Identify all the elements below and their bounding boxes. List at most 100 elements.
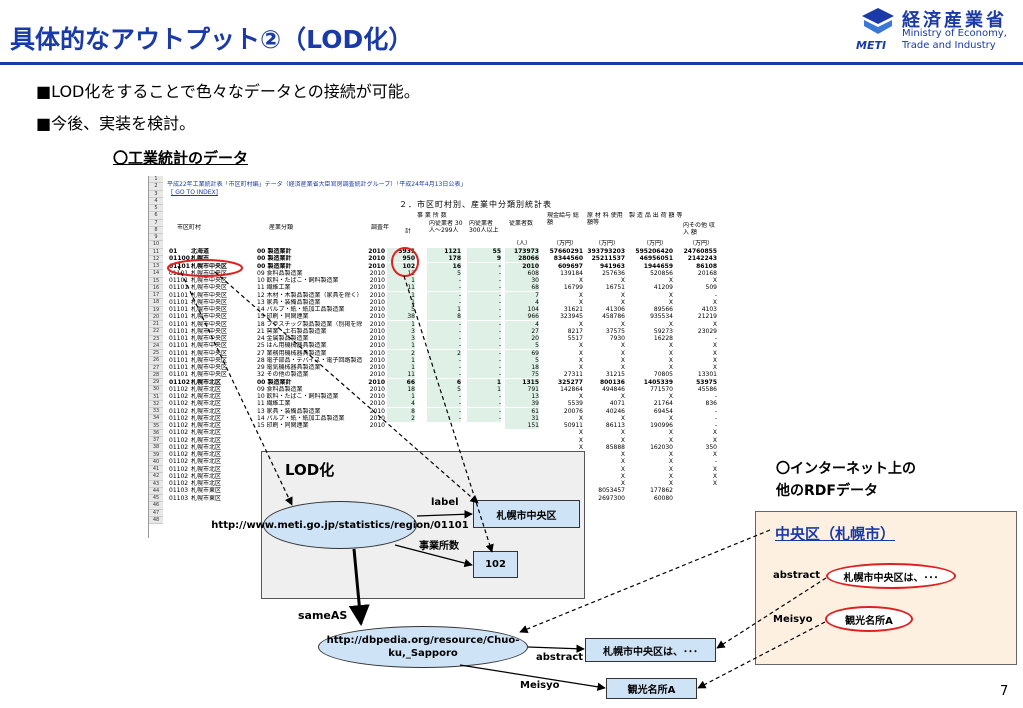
sheet-cell: X <box>620 364 625 371</box>
sheet-cell: 2010 <box>369 277 385 284</box>
sheet-cell: X <box>578 291 583 299</box>
sheet-cell: 791 <box>505 385 539 393</box>
sheet-cell: - <box>427 371 461 379</box>
sheet-cell: 24760855 <box>683 248 717 255</box>
row-number: 16 <box>149 284 163 292</box>
row-number: 39 <box>149 451 163 459</box>
page-number: 7 <box>1000 684 1009 699</box>
sheet-cell: 53975 <box>696 378 717 386</box>
row-number: 46 <box>149 502 163 510</box>
sheet-cell: 13 家具・装備品製造業 <box>257 407 321 415</box>
industrial-stats-heading: 〇工業統計のデータ <box>113 149 249 167</box>
row-number: 15 <box>149 277 163 285</box>
sheet-cell: 257636 <box>602 269 625 277</box>
sheet-cell: 70805 <box>653 371 673 379</box>
sheet-cell: 142864 <box>560 385 583 393</box>
row-number: 44 <box>149 487 163 495</box>
sheet-cell: X <box>712 320 717 328</box>
sheet-cell: - <box>427 356 461 364</box>
sheet-cell: - <box>714 422 717 429</box>
sheet-cell: 1 <box>387 277 415 284</box>
logo-abbr: METI <box>856 39 887 52</box>
sheet-cell: 2 <box>387 349 415 357</box>
sheet-cell: 11 <box>387 371 415 379</box>
sheet-cell: 札幌市北区 <box>191 429 222 437</box>
sheet-cell: 27 <box>505 327 539 335</box>
sheet-cell: 札幌市 <box>191 255 210 263</box>
sheet-cell: 15 印刷・同関連業 <box>257 313 309 321</box>
sheet-cell: - <box>467 414 501 422</box>
meisyo-value-node: 観光名所A <box>606 678 697 699</box>
sheet-cell: X <box>578 277 583 284</box>
sheet-cell: 札幌市北区 <box>191 480 222 487</box>
sheet-cell: 札幌市北区 <box>191 414 222 422</box>
sheet-cell: 札幌市北区 <box>191 422 222 429</box>
sheet-cell: - <box>467 284 501 292</box>
sheet-cell: X <box>620 480 625 487</box>
title-divider <box>0 62 1023 65</box>
row-number: 13 <box>149 263 163 271</box>
sheet-cell: 29 電気機械器具製造業 <box>257 364 321 371</box>
sheet-cell: 609697 <box>557 262 583 270</box>
sheet-cell: - <box>467 393 501 400</box>
row-number: 20 <box>149 313 163 321</box>
sheet-cell: 2010 <box>369 371 385 379</box>
sheet-cell: 23029 <box>697 327 717 335</box>
sheet-cell: 9 <box>467 255 501 263</box>
sheet-cell: 札幌市中央区 <box>191 313 228 321</box>
sheet-cell: 21219 <box>697 313 717 321</box>
row-number: 47 <box>149 509 163 517</box>
sheet-cell: - <box>467 291 501 299</box>
sheet-cell: 41209 <box>653 284 673 292</box>
sheet-cell: X <box>668 342 673 350</box>
meti-emblem-icon <box>862 8 894 34</box>
sheet-cell: - <box>427 298 461 306</box>
sheet-cell: - <box>467 400 501 408</box>
sheet-cell: X <box>620 298 625 306</box>
bullet-future-implementation: ■今後、実装を検討。 <box>36 114 196 133</box>
sheet-cell: 11 <box>387 284 415 292</box>
row-number: 14 <box>149 270 163 278</box>
row-number: 3 <box>149 190 163 198</box>
sheet-cell: 1315 <box>505 378 539 386</box>
sheet-cell: 01 <box>169 248 178 255</box>
sheet-cell: 7930 <box>609 335 625 342</box>
sheet-cell: 2010 <box>505 262 539 270</box>
sheet-cell: X <box>620 320 625 328</box>
sheet-cell: X <box>620 356 625 364</box>
arrow-dbpedia-abstract <box>527 644 585 653</box>
lod-panel-label: LOD化 <box>285 461 335 479</box>
label-value-node: 札幌市中央区 <box>473 500 580 528</box>
header-employees: 従業者数 <box>509 220 534 227</box>
sheet-cell: X <box>668 472 673 480</box>
sheet-cell: - <box>714 291 717 299</box>
header-establishments: 事 業 所 数 <box>417 212 447 219</box>
sheet-cell: 13301 <box>697 371 717 379</box>
sheet-cell: - <box>427 342 461 350</box>
sheet-cell: X <box>668 349 673 357</box>
row-number: 26 <box>149 357 163 365</box>
rdf-abstract-label: abstract <box>773 570 821 581</box>
sheet-cell: 00 製造業計 <box>257 378 292 386</box>
sheet-cell: 14 パルプ・紙・紙加工品製造業 <box>257 414 345 422</box>
sheet-cell: - <box>467 335 501 342</box>
sheet-cell: 09 食料品製造業 <box>257 269 303 277</box>
sheet-cell: 28066 <box>505 255 539 263</box>
sheet-cell: - <box>714 393 717 400</box>
sheet-cell: 札幌市中央区 <box>191 371 228 379</box>
sheet-cell: X <box>712 342 717 350</box>
sheet-cell: 12 木材・木製品製造業（家具を除く） <box>257 291 362 299</box>
header-emp-300: 内従業者 300人以上 <box>469 220 499 234</box>
sheet-cell: X <box>578 298 583 306</box>
sheet-cell: 86113 <box>605 422 625 429</box>
sheet-cell: 札幌市中央区 <box>191 269 228 277</box>
sheet-cell: 09 食料品製造業 <box>257 385 303 393</box>
sheet-cell: 札幌市北区 <box>191 400 222 408</box>
sheet-cell: 札幌市中央区 <box>191 284 228 292</box>
sheet-source-note: 平成22年工業統計表「市区町村編」データ（経済産業省大臣官房調査統計グループ）「… <box>167 181 467 188</box>
sheet-cell: 18 プラスチック製品製造業（別掲を除く） <box>257 320 362 328</box>
sheet-cell: 2697300 <box>598 494 625 502</box>
go-to-index-link[interactable]: [ GO TO INDEX] <box>171 189 218 196</box>
sheet-cell: 00 製造業計 <box>257 248 292 255</box>
row-number: 45 <box>149 495 163 503</box>
